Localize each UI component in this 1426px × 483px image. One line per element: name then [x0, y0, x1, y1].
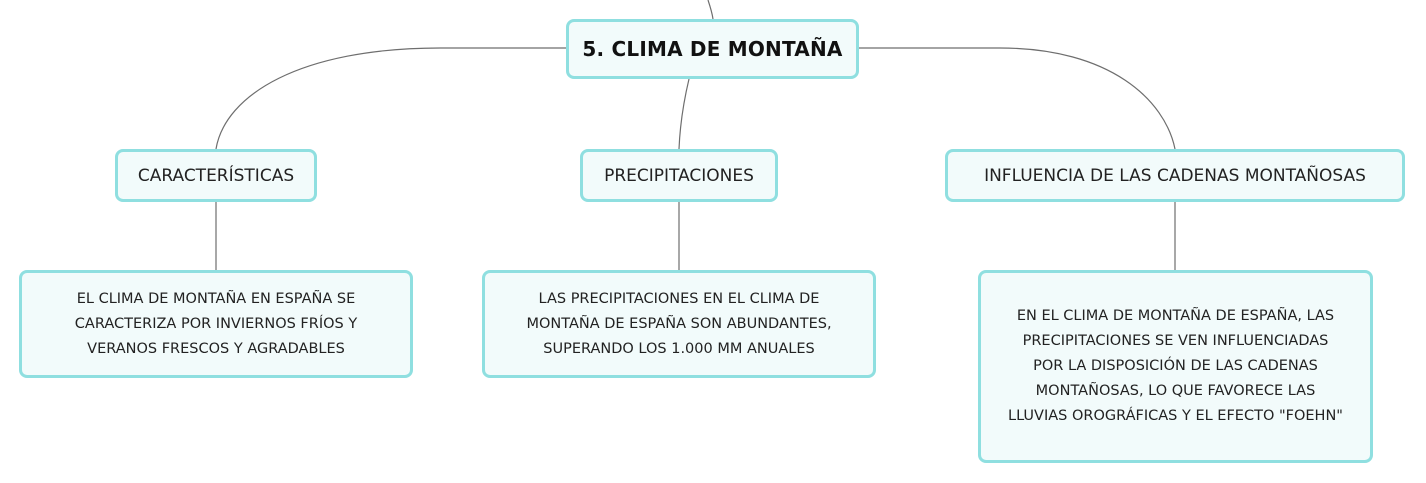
root-topic-label: 5. CLIMA DE MONTAÑA [582, 37, 843, 61]
topic-precipitaciones[interactable]: PRECIPITACIONES [580, 149, 778, 202]
connector-root-to-caracteristicas [215, 47, 566, 150]
detail-line: EL CLIMA DE MONTAÑA EN ESPAÑA SE [76, 290, 356, 307]
connector-root-to-influencia [859, 47, 1176, 150]
detail-line: LAS PRECIPITACIONES EN EL CLIMA DE [538, 290, 820, 307]
detail-line: POR LA DISPOSICIÓN DE LAS CADENAS [1033, 358, 1318, 374]
detail-precipitaciones[interactable]: LAS PRECIPITACIONES EN EL CLIMA DE MONTA… [482, 270, 876, 378]
connector-root-to-precipitaciones [678, 78, 690, 150]
topic-influencia-cadenas-montanosas[interactable]: INFLUENCIA DE LAS CADENAS MONTAÑOSAS [945, 149, 1405, 202]
detail-line: PRECIPITACIONES SE VEN INFLUENCIADAS [1022, 333, 1329, 349]
detail-influencia[interactable]: EN EL CLIMA DE MONTAÑA DE ESPAÑA, LAS PR… [978, 270, 1373, 463]
topic-caracteristicas-label: CARACTERÍSTICAS [137, 165, 295, 186]
detail-precipitaciones-text: LAS PRECIPITACIONES EN EL CLIMA DE MONTA… [526, 287, 831, 362]
detail-caracteristicas-text: EL CLIMA DE MONTAÑA EN ESPAÑA SE CARACTE… [75, 287, 357, 362]
detail-line: VERANOS FRESCOS Y AGRADABLES [87, 340, 345, 357]
detail-line: CARACTERIZA POR INVIERNOS FRÍOS Y [74, 315, 358, 332]
root-topic-clima-de-montana[interactable]: 5. CLIMA DE MONTAÑA [566, 19, 859, 79]
detail-line: MONTAÑOSAS, LO QUE FAVORECE LAS [1035, 383, 1316, 399]
detail-line: MONTAÑA DE ESPAÑA SON ABUNDANTES, [526, 315, 832, 332]
detail-line: EN EL CLIMA DE MONTAÑA DE ESPAÑA, LAS [1016, 308, 1335, 324]
detail-line: SUPERANDO LOS 1.000 MM ANUALES [543, 340, 815, 357]
topic-precipitaciones-label: PRECIPITACIONES [604, 165, 754, 186]
connector-incoming-root [707, 0, 714, 20]
topic-caracteristicas[interactable]: CARACTERÍSTICAS [115, 149, 317, 202]
topic-influencia-label: INFLUENCIA DE LAS CADENAS MONTAÑOSAS [984, 165, 1366, 186]
detail-line: LLUVIAS OROGRÁFICAS Y EL EFECTO "FOEHN" [1008, 408, 1343, 424]
detail-influencia-text: EN EL CLIMA DE MONTAÑA DE ESPAÑA, LAS PR… [1008, 304, 1343, 429]
detail-caracteristicas[interactable]: EL CLIMA DE MONTAÑA EN ESPAÑA SE CARACTE… [19, 270, 413, 378]
